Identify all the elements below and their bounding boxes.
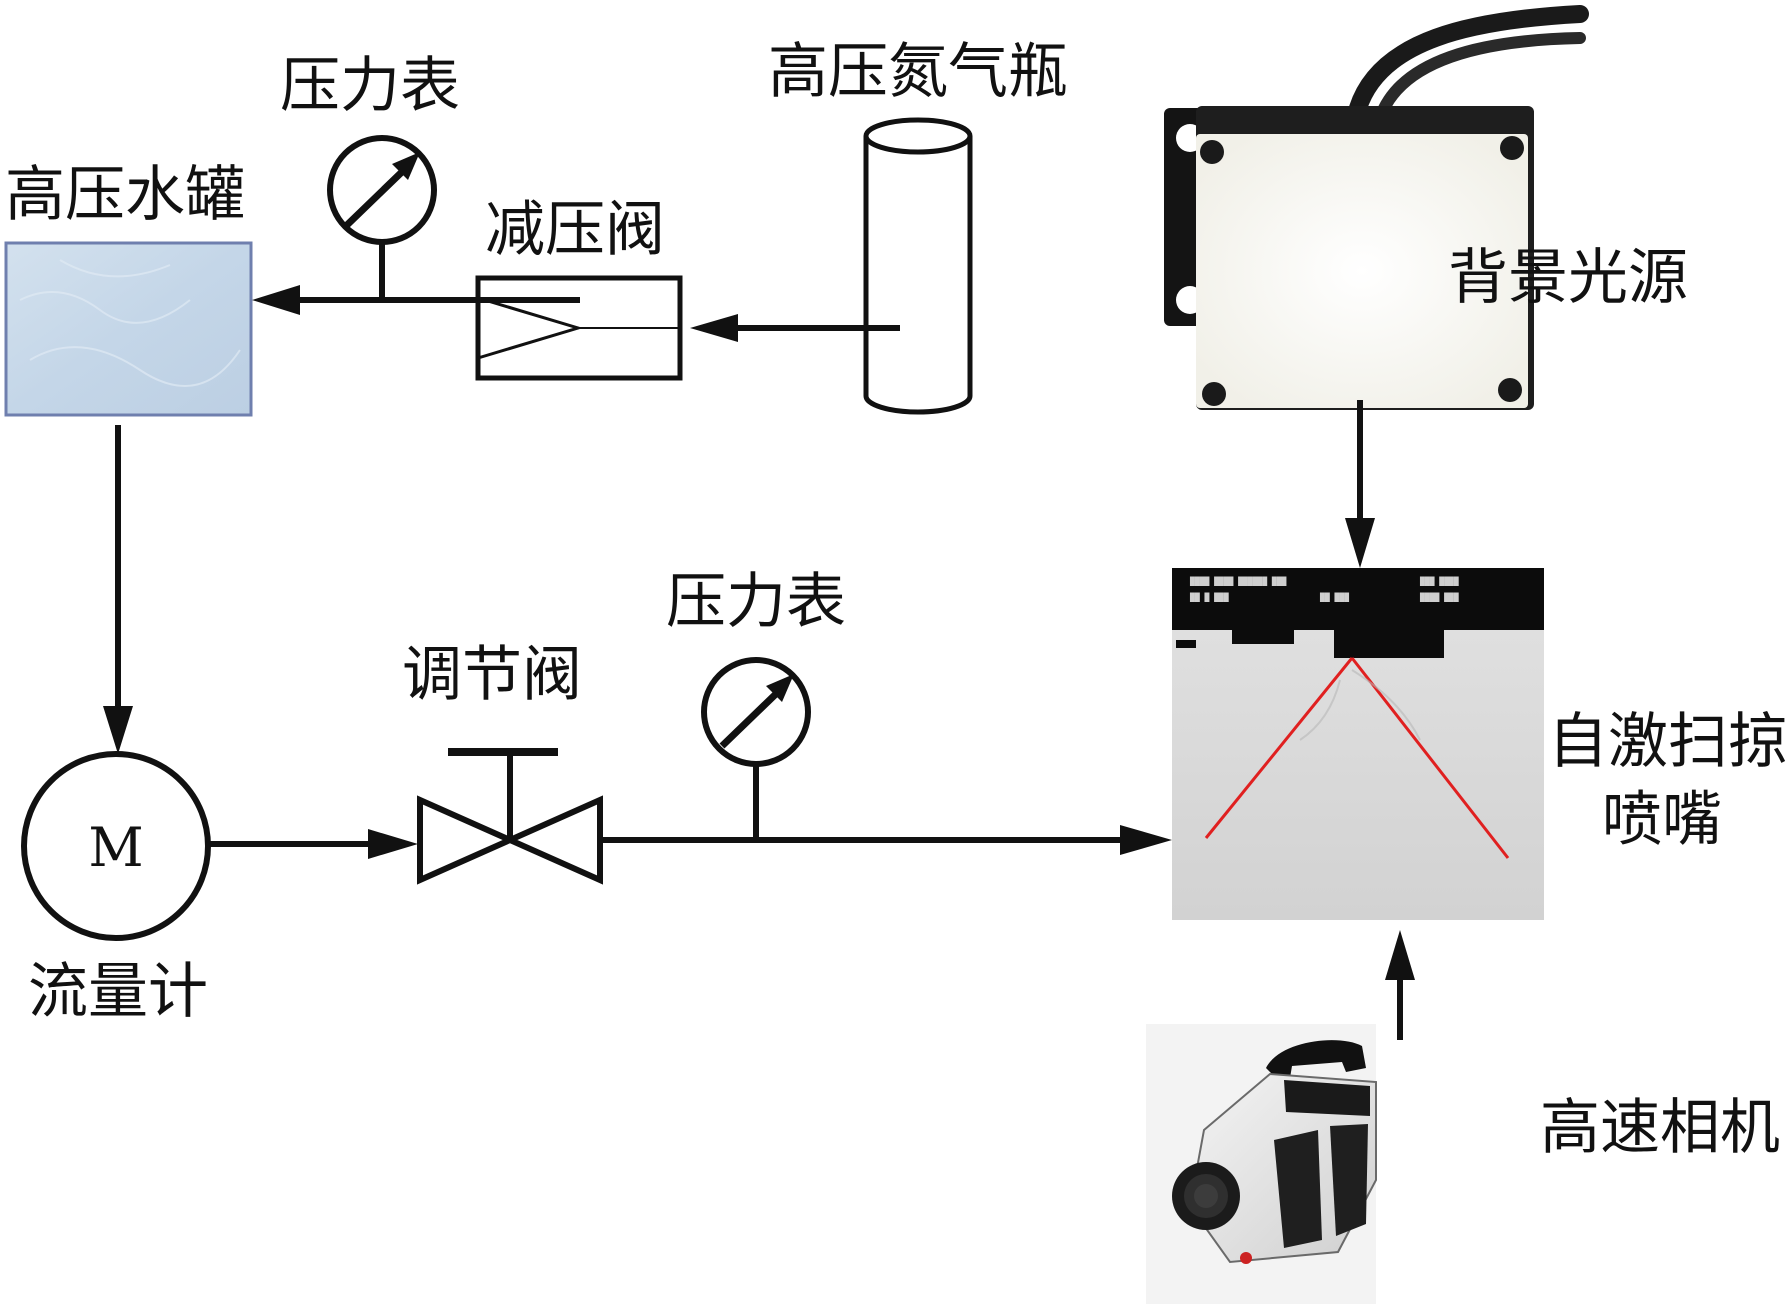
- flowmeter-icon: [21, 751, 211, 941]
- regulating-valve-icon: [417, 748, 603, 885]
- svg-text:██ ███: ██ ███: [1319, 592, 1349, 602]
- nozzle-image-icon: ████ ████ ██████ ███ ███ ████ ██ █ ███ █…: [1172, 568, 1544, 920]
- pressure-gauge-top-label: 压力表: [280, 51, 460, 121]
- svg-text:████ ███: ████ ███: [1419, 592, 1459, 602]
- flowmeter-label: 流量计: [28, 957, 208, 1027]
- nitrogen-bottle-label: 高压氮气瓶: [768, 37, 1068, 107]
- reducing-valve-icon: [475, 275, 683, 381]
- water-tank: [4, 241, 253, 417]
- camera-label: 高速相机: [1540, 1093, 1780, 1163]
- nozzle-label-line1: 自激扫掠: [1548, 707, 1788, 777]
- bottom-pipe: [210, 825, 1172, 859]
- flowmeter-symbol: M: [88, 816, 143, 879]
- water-tank-label: 高压水罐: [5, 160, 245, 230]
- svg-text:███ ████: ███ ████: [1419, 576, 1459, 586]
- pressure-gauge-icon: [701, 657, 811, 840]
- light-to-nozzle-arrow: [1345, 400, 1375, 568]
- high-speed-camera-icon: [1146, 1024, 1377, 1304]
- nitrogen-bottle-icon: [863, 117, 973, 415]
- backlight-label: 背景光源: [1448, 243, 1688, 313]
- reducing-valve-label: 减压阀: [485, 195, 665, 265]
- svg-text:██ █ ███: ██ █ ███: [1189, 592, 1229, 602]
- backlight-icon: [1164, 5, 1589, 410]
- svg-text:████ ████ ██████ ███: ████ ████ ██████ ███: [1189, 576, 1287, 586]
- pressure-gauge-icon: [327, 135, 437, 300]
- nozzle-label-line2: 喷嘴: [1602, 785, 1722, 855]
- pressure-gauge-bottom-label: 压力表: [666, 567, 846, 637]
- tank-to-flowmeter-pipe: [103, 425, 133, 754]
- regulating-valve-label: 调节阀: [402, 640, 582, 710]
- camera-to-nozzle-arrow: [1385, 930, 1415, 1040]
- top-pipe: [252, 285, 900, 342]
